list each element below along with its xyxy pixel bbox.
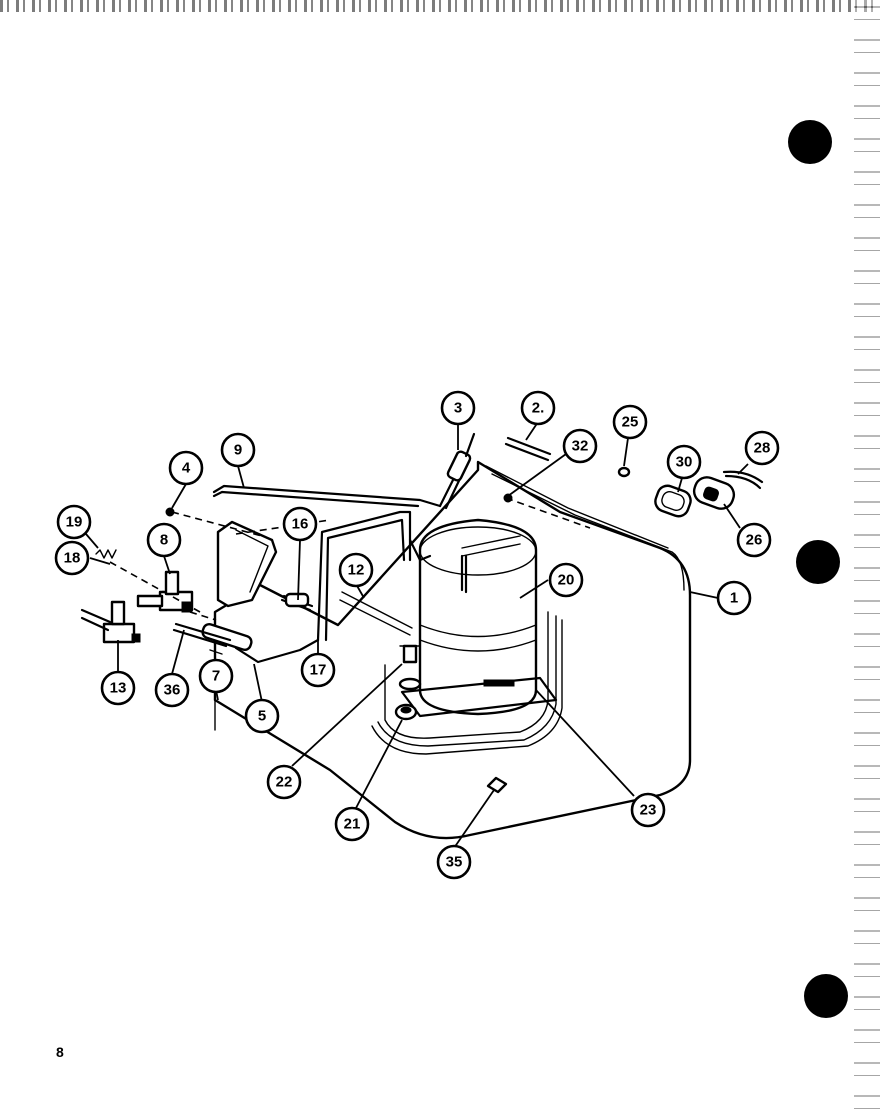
svg-text:9: 9 bbox=[234, 442, 242, 459]
svg-text:3: 3 bbox=[454, 400, 462, 417]
callout-19: 19 bbox=[56, 504, 92, 540]
svg-text:21: 21 bbox=[344, 816, 361, 833]
callout-5: 5 bbox=[244, 698, 280, 734]
callout-35: 35 bbox=[436, 844, 472, 880]
svg-text:13: 13 bbox=[110, 680, 127, 697]
callout-26: 26 bbox=[736, 522, 772, 558]
svg-text:23: 23 bbox=[640, 802, 657, 819]
page-number: 8 bbox=[56, 1044, 64, 1060]
svg-text:16: 16 bbox=[292, 516, 309, 533]
valve-part-13 bbox=[80, 600, 141, 644]
svg-text:5: 5 bbox=[258, 708, 266, 725]
callout-25: 25 bbox=[612, 404, 648, 440]
svg-text:25: 25 bbox=[622, 414, 639, 431]
svg-text:1: 1 bbox=[730, 590, 738, 607]
svg-text:32: 32 bbox=[572, 438, 589, 455]
svg-text:20: 20 bbox=[558, 572, 575, 589]
punch-hole-middle bbox=[796, 540, 840, 584]
svg-text:22: 22 bbox=[276, 774, 293, 791]
svg-text:26: 26 bbox=[746, 532, 763, 549]
callout-18: 18 bbox=[54, 540, 90, 576]
callout-2: 2. bbox=[520, 390, 556, 426]
svg-text:28: 28 bbox=[754, 440, 771, 457]
svg-text:35: 35 bbox=[446, 854, 463, 871]
callout-22: 22 bbox=[266, 764, 302, 800]
svg-text:18: 18 bbox=[64, 550, 81, 567]
callout-21: 21 bbox=[334, 806, 370, 842]
svg-text:30: 30 bbox=[676, 454, 693, 471]
callout-23: 23 bbox=[630, 792, 666, 828]
callout-20: 20 bbox=[548, 562, 584, 598]
callout-17: 17 bbox=[300, 652, 336, 688]
callout-30: 30 bbox=[666, 444, 702, 480]
svg-text:4: 4 bbox=[182, 460, 191, 477]
callout-36: 36 bbox=[154, 672, 190, 708]
callout-7: 7 bbox=[198, 658, 234, 694]
valve-part-8 bbox=[136, 570, 194, 613]
svg-text:2.: 2. bbox=[532, 400, 545, 417]
callout-3: 3 bbox=[440, 390, 476, 426]
callout-12: 12 bbox=[338, 552, 374, 588]
leader-lines bbox=[85, 421, 749, 849]
callout-32: 32 bbox=[562, 428, 598, 464]
callout-8: 8 bbox=[146, 522, 182, 558]
svg-text:17: 17 bbox=[310, 662, 327, 679]
callout-28: 28 bbox=[744, 430, 780, 466]
punch-hole-top bbox=[788, 120, 832, 164]
svg-text:19: 19 bbox=[66, 514, 83, 531]
compressor bbox=[400, 518, 558, 718]
svg-text:8: 8 bbox=[160, 532, 168, 549]
svg-text:36: 36 bbox=[164, 682, 181, 699]
callout-9: 9 bbox=[220, 432, 256, 468]
svg-text:7: 7 bbox=[212, 668, 220, 685]
punch-hole-bottom bbox=[804, 974, 848, 1018]
hardware bbox=[165, 466, 764, 794]
callout-4: 4 bbox=[168, 450, 204, 486]
callout-1: 1 bbox=[716, 580, 752, 616]
svg-text:12: 12 bbox=[348, 562, 365, 579]
callout-13: 13 bbox=[100, 670, 136, 706]
callout-16: 16 bbox=[282, 506, 318, 542]
refrigerant-tubing bbox=[80, 432, 591, 664]
